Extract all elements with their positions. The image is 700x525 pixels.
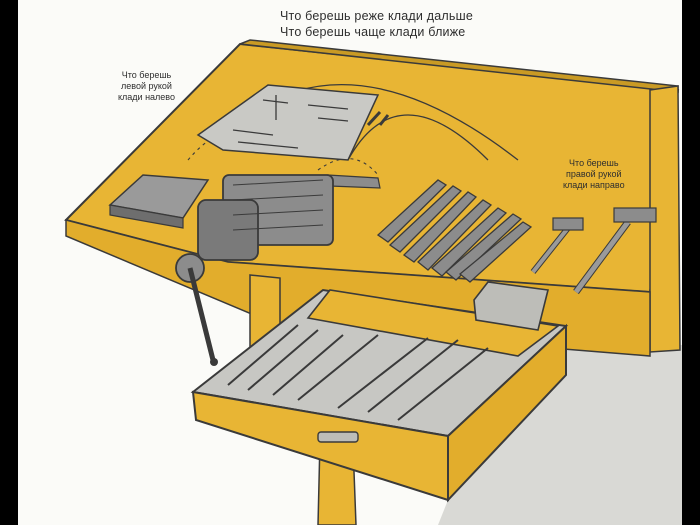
reach-arc-right bbox=[317, 158, 379, 176]
drawer bbox=[190, 281, 569, 503]
drawer-tray bbox=[306, 289, 560, 357]
drawer-box bbox=[473, 281, 549, 331]
table-right-side bbox=[649, 85, 681, 353]
label-left-hand: Что берешь левой рукой клади налево bbox=[118, 70, 175, 103]
label-right-hand-line3: клади направо bbox=[563, 180, 625, 190]
label-right-hand-line1: Что берешь bbox=[569, 158, 619, 168]
label-left-hand-line1: Что берешь bbox=[121, 70, 172, 80]
hammer-small bbox=[530, 217, 584, 274]
label-take-rarely: Что берешь реже клади дальше bbox=[280, 9, 474, 23]
label-left-hand-line2: левой рукой bbox=[121, 81, 172, 91]
drawer-side bbox=[447, 323, 567, 503]
files-row bbox=[376, 179, 533, 283]
workbench-drawing bbox=[64, 39, 682, 525]
bench-vise bbox=[175, 174, 334, 366]
drawing-sheet bbox=[196, 84, 380, 161]
floor-shadow bbox=[438, 340, 682, 525]
workbench-illustration: Что берешь реже клади дальше Что берешь … bbox=[18, 0, 682, 525]
hammer-large bbox=[573, 207, 657, 295]
label-right-hand: Что берешь правой рукой клади направо bbox=[563, 158, 625, 191]
label-left-hand-line3: клади налево bbox=[118, 92, 175, 102]
reach-arc-inner bbox=[347, 114, 489, 161]
label-take-often: Что берешь чаще клади ближе bbox=[280, 25, 466, 39]
label-right-hand-line2: правой рукой bbox=[566, 169, 622, 179]
